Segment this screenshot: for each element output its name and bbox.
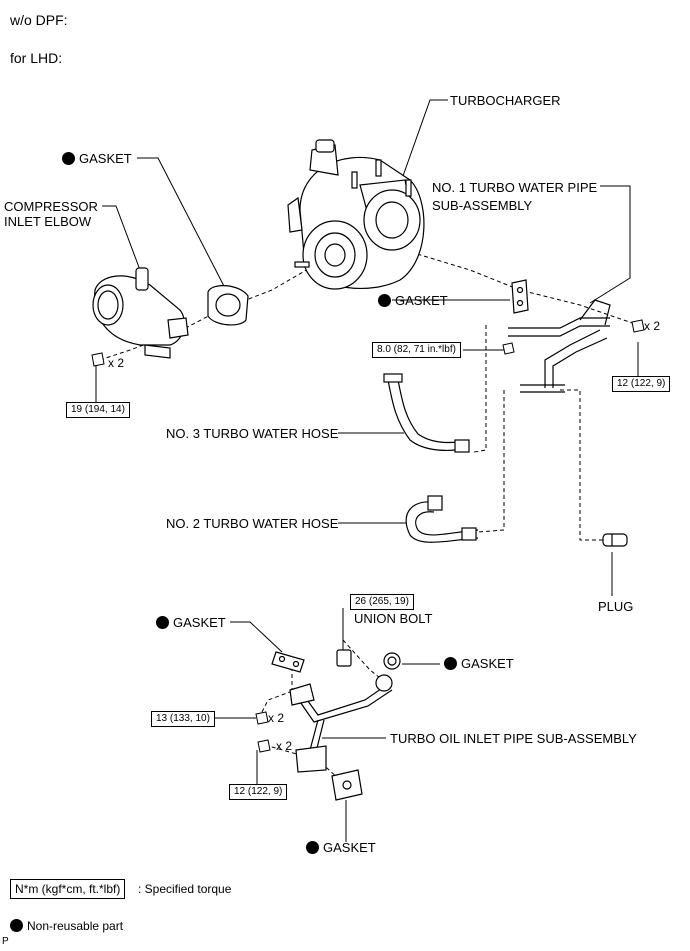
torque-box-6: 12 (122, 9) <box>229 784 288 800</box>
dash-12nm-bottom <box>264 744 301 756</box>
multiplier-2: x 2 <box>108 356 125 370</box>
gasket-bottom-drawing <box>331 769 363 801</box>
gasket-lower-right-drawing <box>383 652 401 670</box>
label-compressor-elbow-2: INLET ELBOW <box>4 214 92 229</box>
non-reusable-dot-icon <box>444 657 457 670</box>
oil-inlet-pipe-drawing <box>289 674 393 773</box>
non-reusable-dot-icon <box>156 616 169 629</box>
leader-no1-pipe <box>589 185 631 304</box>
union-bolt-drawing <box>336 649 352 667</box>
dash-gasket-bottom <box>315 757 341 781</box>
label-gasket-mid: GASKET <box>378 293 448 308</box>
no2-water-hose-drawing <box>405 495 479 543</box>
legend-torque-box: N*m (kgf*cm, ft.*lbf) <box>10 879 126 899</box>
plug-drawing <box>602 533 628 547</box>
non-reusable-dot-icon <box>62 152 75 165</box>
label-gasket-lower-right-text: GASKET <box>461 656 514 671</box>
gasket-mid-drawing <box>511 279 529 314</box>
non-reusable-dot-icon <box>10 919 23 932</box>
torque-box-5: 13 (133, 10) <box>151 711 215 727</box>
torque-box-1: 8.0 (82, 71 in.*lbf) <box>372 342 461 358</box>
multiplier-1: x 2 <box>644 319 661 333</box>
turbocharger-drawing <box>287 139 425 290</box>
no3-water-hose-drawing <box>383 373 470 453</box>
torque-box-4: 26 (265, 19) <box>350 594 414 610</box>
torque-box-3: 19 (194, 14) <box>66 402 130 418</box>
dash-no3-hose <box>473 325 487 453</box>
leader-gasket-top <box>137 157 227 291</box>
label-turbocharger: TURBOCHARGER <box>450 93 561 108</box>
label-gasket-lower-left-text: GASKET <box>173 615 226 630</box>
dash-13nm <box>261 691 291 713</box>
elbow-nut-drawing <box>91 352 105 367</box>
label-plug: PLUG <box>598 599 634 614</box>
leader-gasket-lower-left <box>230 621 283 653</box>
torque-box-2: 12 (122, 9) <box>612 376 671 392</box>
no1-pipe-bolt <box>502 342 515 355</box>
compressor-inlet-elbow-drawing <box>92 267 189 359</box>
footer-code: P <box>2 936 9 947</box>
label-gasket-bottom-text: GASKET <box>323 840 376 855</box>
label-gasket-top: GASKET <box>62 151 132 166</box>
non-reusable-dot-icon <box>378 294 391 307</box>
label-union-bolt: UNION BOLT <box>354 611 433 626</box>
dash-plug <box>560 389 605 541</box>
label-gasket-lower-right: GASKET <box>444 656 514 671</box>
label-gasket-bottom: GASKET <box>306 840 376 855</box>
label-oil-pipe: TURBO OIL INLET PIPE SUB-ASSEMBLY <box>390 731 637 746</box>
leader-turbocharger <box>397 99 448 191</box>
gasket-top-drawing <box>207 285 249 326</box>
label-no1-pipe-2: SUB-ASSEMBLY <box>432 198 533 213</box>
non-reusable-dot-icon <box>306 841 319 854</box>
label-gasket-mid-text: GASKET <box>395 293 448 308</box>
oil-pipe-nut-bottom <box>257 739 271 753</box>
leader-compressor-elbow <box>102 205 141 271</box>
dash-elbow-turbo <box>99 267 311 361</box>
no1-water-pipe-drawing <box>508 299 611 393</box>
page-heading-lhd: for LHD: <box>10 50 63 66</box>
label-gasket-lower-left: GASKET <box>156 615 226 630</box>
label-compressor-elbow-1: COMPRESSOR <box>4 199 98 214</box>
legend-nonreusable-text: Non-reusable part <box>27 919 124 933</box>
no1-pipe-nut <box>631 319 645 333</box>
oil-pipe-nut-top <box>255 711 269 725</box>
label-gasket-top-text: GASKET <box>79 151 132 166</box>
label-no3-hose: NO. 3 TURBO WATER HOSE <box>166 426 339 441</box>
multiplier-3: x 2 <box>268 711 285 725</box>
label-no2-hose: NO. 2 TURBO WATER HOSE <box>166 516 339 531</box>
dash-no2-hose <box>477 390 505 533</box>
legend-nonreusable: Non-reusable part <box>10 919 123 933</box>
page-heading-dpf: w/o DPF: <box>10 12 68 28</box>
legend-torque-desc: : Specified torque <box>138 882 232 896</box>
multiplier-4: x 2 <box>276 739 293 753</box>
label-no1-pipe-1: NO. 1 TURBO WATER PIPE <box>432 180 598 195</box>
gasket-lower-left-drawing <box>271 651 305 673</box>
